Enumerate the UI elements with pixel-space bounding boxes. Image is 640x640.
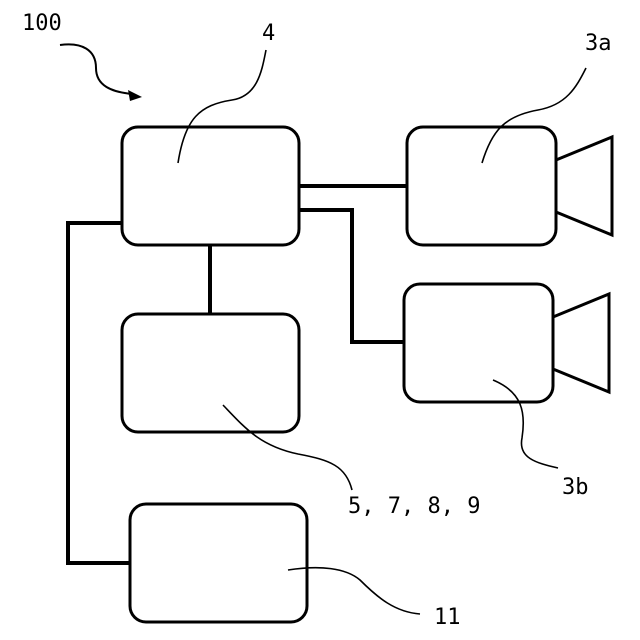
- camera-a-body: [407, 127, 556, 245]
- camera-b-body: [404, 284, 553, 402]
- output-block: [130, 504, 307, 622]
- wire-controller-camera-b: [299, 210, 404, 342]
- label-camera-a: 3a: [585, 31, 612, 56]
- controller-block: [122, 127, 299, 245]
- label-storage: 5, 7, 8, 9: [348, 494, 480, 519]
- arrowhead-icon: [128, 90, 142, 101]
- label-output: 11: [434, 605, 461, 630]
- system-arrow: [60, 44, 142, 101]
- storage-block: [122, 314, 299, 432]
- camera-a: [407, 127, 612, 245]
- label-camera-b: 3b: [562, 475, 589, 500]
- label-controller: 4: [262, 21, 275, 46]
- camera-b-lens-icon: [553, 294, 609, 392]
- label-system: 100: [22, 11, 62, 36]
- camera-b: [404, 284, 609, 402]
- camera-a-lens-icon: [556, 137, 612, 235]
- system-arrow-line: [60, 44, 132, 94]
